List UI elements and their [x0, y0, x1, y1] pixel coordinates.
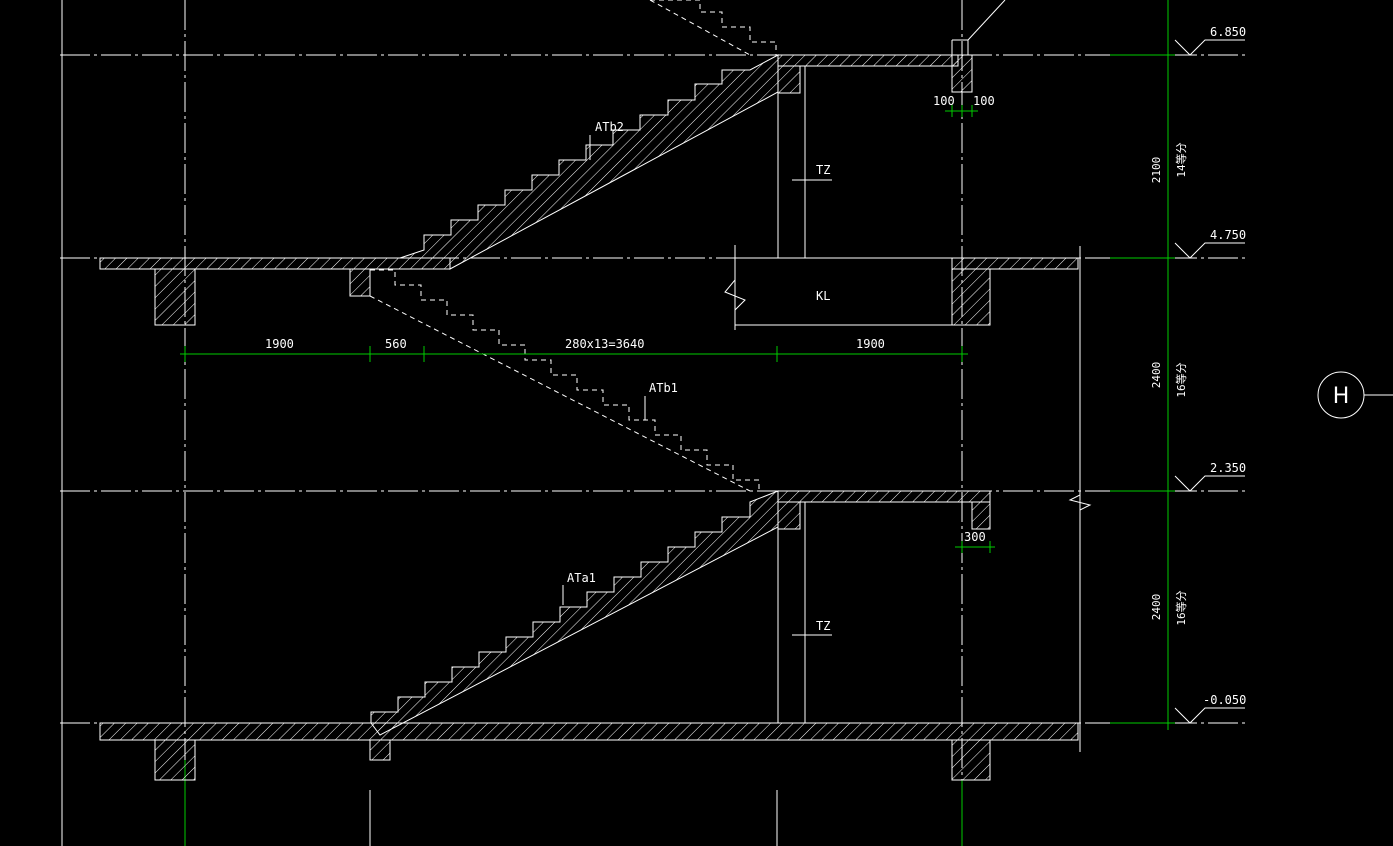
flight-ata1	[370, 490, 779, 736]
leaders	[562, 135, 832, 636]
storey-height-1: 2100	[1150, 157, 1163, 184]
columns	[724, 0, 1092, 723]
beam-label-kl: KL	[816, 289, 830, 303]
dim-560: 560	[385, 337, 407, 351]
dim-1900-left: 1900	[265, 337, 294, 351]
storey-height-3: 2400	[1150, 594, 1163, 621]
elevation-markers	[1174, 39, 1245, 724]
column-label-tz-upper: TZ	[816, 163, 830, 177]
flight-label-atb1: ATb1	[649, 381, 678, 395]
elevation-minus-0050: -0.050	[1203, 693, 1246, 707]
dim-300: 300	[964, 530, 986, 544]
axis-letter: H	[1333, 384, 1350, 409]
column-label-tz-lower: TZ	[816, 619, 830, 633]
flight-atb1-dashed	[369, 0, 778, 492]
elevation-6850: 6.850	[1210, 25, 1246, 39]
dim-100-right: 100	[973, 94, 995, 108]
storey-steps-1: 14等分	[1174, 142, 1188, 177]
flight-label-ata1: ATa1	[567, 571, 596, 585]
dim-100-left: 100	[933, 94, 955, 108]
elevation-4750: 4.750	[1210, 228, 1246, 242]
dim-280x13: 280x13=3640	[565, 337, 644, 351]
vertical-grid	[61, 0, 1081, 846]
flight-label-atb2: ATb2	[595, 120, 624, 134]
dimension-lines	[180, 54, 1175, 724]
dim-1900-right: 1900	[856, 337, 885, 351]
axis-bubble-h: H	[1317, 371, 1393, 419]
storey-height-2: 2400	[1150, 362, 1163, 389]
elevation-2350: 2.350	[1210, 461, 1246, 475]
flight-atb2	[399, 54, 779, 270]
storey-steps-2: 16等分	[1174, 362, 1188, 397]
storey-steps-3: 16等分	[1174, 590, 1188, 625]
